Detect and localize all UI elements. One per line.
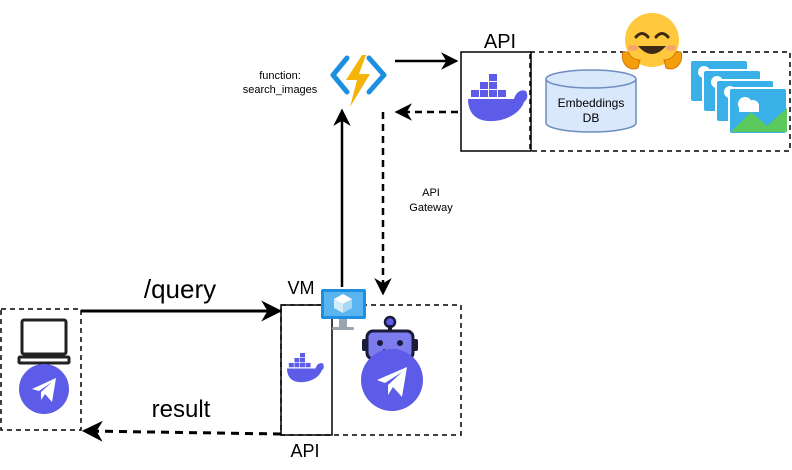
api-gateway-label-line2: Gateway [409,202,453,214]
result-label: result [152,396,211,423]
vm-label: VM [288,278,315,298]
hugging-face-emoji-icon [621,13,683,70]
query-label: /query [144,274,216,304]
api-label-top: API [484,31,516,53]
telegram-icon [19,364,69,414]
docker-whale-icon [468,74,528,122]
api-container-box-top [460,51,532,152]
arrow-result [81,420,282,442]
azure-vm-monitor-icon [321,289,366,330]
api-gateway-label-line1: API [422,187,440,199]
function-label-line1: function: [259,70,301,82]
laptop-icon [17,318,71,365]
telegram-icon [361,349,423,411]
image-stack-icon [689,59,788,135]
vm-group-box [280,304,462,436]
api-container-box-bottom [280,304,333,436]
docker-whale-icon [287,353,324,383]
api-label-bottom: API [290,441,319,461]
db-label-line1: Embeddings [558,96,625,110]
user-box [0,308,82,431]
database-cylinder-icon [545,69,637,133]
function-label-line2: search_images [243,84,318,96]
azure-function-lightning-icon [330,55,387,107]
db-label-line2: DB [583,111,600,125]
